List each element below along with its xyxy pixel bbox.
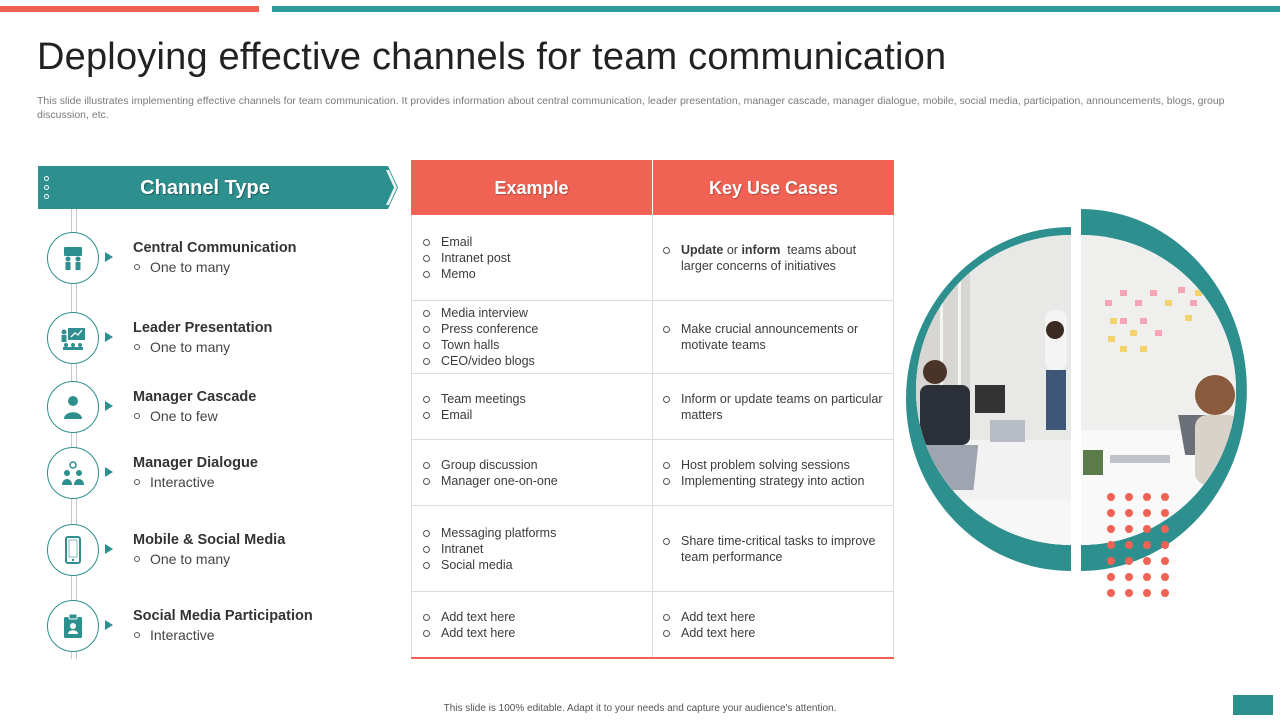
slide-footer-note: This slide is 100% editable. Adapt it to… — [443, 703, 837, 714]
channel-sub: One to many — [133, 551, 230, 567]
list-item: Host problem solving sessions — [663, 457, 864, 473]
chevron-right-icon — [105, 620, 113, 630]
header-arrow-icon — [384, 166, 398, 209]
chevron-right-icon — [105, 467, 113, 477]
slide-title: Deploying effective channels for team co… — [37, 36, 947, 78]
channel-name: Manager Dialogue — [133, 455, 258, 471]
channel-sub: One to many — [133, 339, 230, 355]
channel-name: Mobile & Social Media — [133, 532, 286, 548]
channel-sub: One to many — [133, 259, 230, 275]
channel-item-social-media-participation: Social Media Participation Interactive — [47, 600, 377, 654]
list-item: Intranet — [423, 541, 556, 557]
table-cell-use-case: Add text here Add text here — [652, 592, 894, 658]
list-item: CEO/video blogs — [423, 353, 538, 369]
corner-accent-box — [1233, 695, 1273, 715]
top-accent-bar-teal — [272, 6, 1280, 12]
table-header-key-use-cases: Key Use Cases — [653, 160, 894, 215]
channel-item-manager-cascade: Manager Cascade One to few — [47, 381, 377, 435]
table-header-example: Example — [411, 160, 652, 215]
channel-type-header-bar — [38, 166, 388, 209]
list-item: Email — [423, 407, 526, 423]
table-cell-use-case: Host problem solving sessions Implementi… — [652, 440, 894, 506]
presentation-icon — [47, 312, 99, 364]
header-dots-icon — [44, 176, 50, 203]
list-item: Media interview — [423, 305, 538, 321]
table-cell-example: Messaging platforms Intranet Social medi… — [411, 506, 653, 592]
chevron-right-icon — [105, 401, 113, 411]
channel-type-header: Channel Type — [140, 177, 270, 199]
mobile-icon — [47, 524, 99, 576]
group-dialogue-icon — [47, 447, 99, 499]
list-item: Press conference — [423, 321, 538, 337]
top-accent-bar-red — [0, 6, 259, 12]
table-cell-example: Add text here Add text here — [411, 592, 653, 658]
list-item: Manager one-on-one — [423, 473, 558, 489]
people-board-icon — [47, 232, 99, 284]
channel-name: Manager Cascade — [133, 389, 257, 405]
list-item: Memo — [423, 266, 511, 282]
channel-item-leader-presentation: Leader Presentation One to many — [47, 312, 377, 366]
office-meeting-photo — [906, 209, 1247, 597]
table-cell-example: Team meetings Email — [411, 374, 653, 440]
timeline-line — [71, 209, 72, 659]
list-item: Inform or update teams on particular mat… — [663, 391, 883, 423]
table-cell-use-case: Make crucial announcements or motivate t… — [652, 301, 894, 374]
person-icon — [47, 381, 99, 433]
header-divider — [652, 160, 653, 215]
list-item: Social media — [423, 557, 556, 573]
chevron-right-icon — [105, 252, 113, 262]
table-cell-use-case: Update or inform teams about larger conc… — [652, 215, 894, 301]
channel-sub: Interactive — [133, 474, 215, 490]
chevron-right-icon — [105, 544, 113, 554]
timeline-line — [76, 209, 77, 659]
list-item: Messaging platforms — [423, 525, 556, 541]
list-item: Implementing strategy into action — [663, 473, 864, 489]
channel-sub: Interactive — [133, 627, 215, 643]
channel-name: Central Communication — [133, 240, 297, 256]
id-badge-icon — [47, 600, 99, 652]
table-bottom-rule — [411, 657, 894, 659]
list-item: Team meetings — [423, 391, 526, 407]
list-item: Share time-critical tasks to improve tea… — [663, 533, 883, 565]
list-item: Add text here — [423, 609, 515, 625]
channel-name: Leader Presentation — [133, 320, 273, 336]
list-item: Intranet post — [423, 250, 511, 266]
table-cell-use-case: Inform or update teams on particular mat… — [652, 374, 894, 440]
list-item: Add text here — [663, 625, 755, 641]
channel-sub: One to few — [133, 408, 218, 424]
list-item: Email — [423, 234, 511, 250]
table-cell-example: Group discussion Manager one-on-one — [411, 440, 653, 506]
list-item: Group discussion — [423, 457, 558, 473]
channel-name: Social Media Participation — [133, 608, 313, 624]
list-item: Add text here — [423, 625, 515, 641]
channel-item-mobile-social-media: Mobile & Social Media One to many — [47, 524, 377, 578]
list-item: Update or inform teams about larger conc… — [663, 242, 883, 274]
slide-subtitle: This slide illustrates implementing effe… — [37, 95, 1225, 121]
list-item: Town halls — [423, 337, 538, 353]
table-cell-example: Email Intranet post Memo — [411, 215, 653, 301]
channel-item-manager-dialogue: Manager Dialogue Interactive — [47, 447, 377, 501]
list-item: Add text here — [663, 609, 755, 625]
channel-item-central-communication: Central Communication One to many — [47, 232, 377, 286]
chevron-right-icon — [105, 332, 113, 342]
table-cell-use-case: Share time-critical tasks to improve tea… — [652, 506, 894, 592]
table-cell-example: Media interview Press conference Town ha… — [411, 301, 653, 374]
list-item: Make crucial announcements or motivate t… — [663, 321, 883, 353]
